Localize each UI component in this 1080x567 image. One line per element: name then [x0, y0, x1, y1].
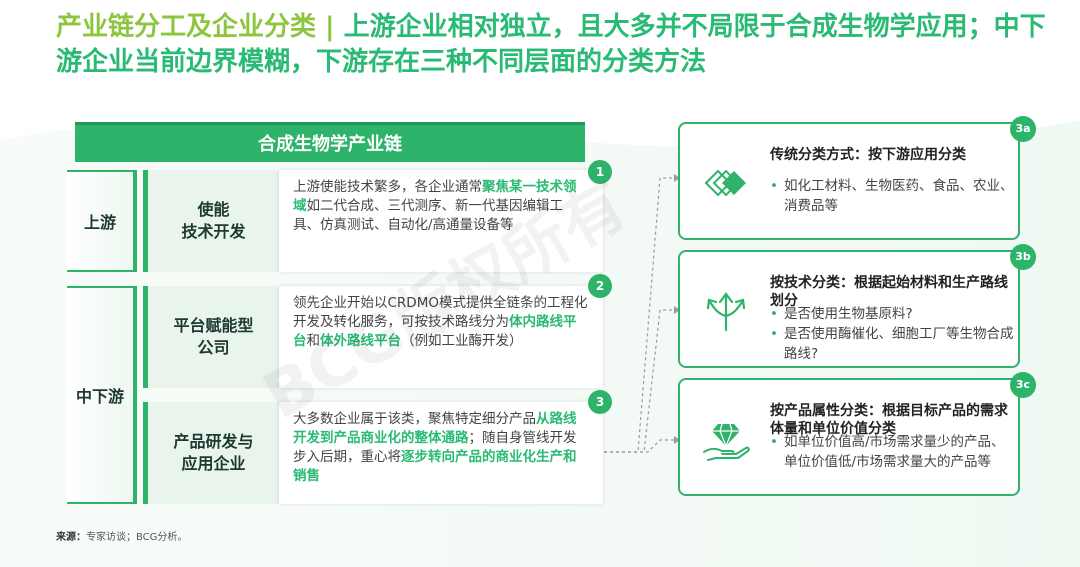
card-badge: 3c	[1010, 372, 1036, 398]
desc-text: 大多数企业属于该类，聚焦特定细分产品	[293, 411, 536, 427]
chain-row-enabling-tech: 使能 技术开发 上游使能技术繁多，各企业通常聚焦某一技术领域如二代合成、三代测序…	[143, 170, 603, 272]
source-label: 来源：	[56, 532, 86, 543]
classification-card-3c: 按产品属性分类：根据目标产品的需求体量和单位价值分类 如单位价值高/市场需求量少…	[678, 378, 1020, 496]
row-name-line1: 使能	[197, 200, 230, 219]
row-number-badge: 2	[588, 274, 612, 298]
desc-highlight: 体内路线平台	[293, 314, 577, 349]
card-bullet: 是否使用生物基原料?	[770, 304, 1016, 324]
desc-text: 和	[306, 333, 321, 349]
card-bullet: 是否使用酶催化、细胞工厂等生物合成路线?	[770, 324, 1016, 364]
title-topic: 产业链分工及企业分类 |	[56, 12, 344, 42]
row-name-line1: 平台赋能型	[173, 316, 254, 335]
desc-highlight: 体外路线平台	[320, 333, 401, 349]
desc-text: ；随自身管线开发步入后期，重心将	[293, 430, 577, 465]
card-badge: 3b	[1010, 244, 1036, 270]
source-note: 来源：专家访谈；BCG分析。	[56, 528, 187, 543]
page-title: 产业链分工及企业分类 | 上游企业相对独立，且大多并不局限于合成生物学应用；中下…	[56, 10, 1046, 80]
card-bullets: 如化工材料、生物医药、食品、农业、消费品等	[770, 176, 1016, 216]
row-name-line2: 公司	[197, 338, 230, 357]
desc-highlight: 聚焦某一技术领域	[293, 179, 577, 214]
desc-text: 如二代合成、三代测序、新一代基因编辑工具、仿真测试、自动化/高通量设备等	[293, 198, 563, 233]
stage-midstream-label: 中下游	[67, 286, 137, 504]
chain-row-platform: 平台赋能型 公司 领先企业开始以CRDMO模式提供全链条的工程化开发及转化服务，…	[143, 286, 603, 388]
branching-arrows-icon	[706, 292, 746, 332]
card-bullets: 如单位价值高/市场需求量少的产品、单位价值低/市场需求量大的产品等	[770, 432, 1016, 472]
connector-arrows	[604, 174, 680, 453]
stage-upstream-label: 上游	[67, 170, 137, 272]
row-number-badge: 3	[588, 390, 612, 414]
desc-highlight: 从路线开发到产品商业化的整体通路	[293, 411, 577, 446]
card-bullet: 如单位价值高/市场需求量少的产品、单位价值低/市场需求量大的产品等	[770, 432, 1016, 472]
card-badge: 3a	[1010, 116, 1036, 142]
row-description: 上游使能技术繁多，各企业通常聚焦某一技术领域如二代合成、三代测序、新一代基因编辑…	[279, 170, 603, 272]
title-message: 上游企业相对独立，且大多并不局限于合成生物学应用；中下游企业当前边界模糊，下游存…	[56, 12, 1046, 77]
row-name: 平台赋能型 公司	[143, 286, 279, 388]
desc-text: 领先企业开始以CRDMO模式提供全链条的工程化开发及转化服务，可按技术路线分为	[293, 295, 588, 330]
layers-arrow-icon	[704, 169, 746, 197]
classification-card-3b: 按技术分类：根据起始材料和生产路线划分 是否使用生物基原料? 是否使用酶催化、细…	[678, 250, 1020, 368]
row-number-badge: 1	[588, 160, 612, 184]
card-bullet: 如化工材料、生物医药、食品、农业、消费品等	[770, 176, 1016, 216]
chain-row-product-dev: 产品研发与 应用企业 大多数企业属于该类，聚焦特定细分产品从路线开发到产品商业化…	[143, 402, 603, 504]
row-name-line1: 产品研发与	[173, 432, 254, 451]
row-name: 使能 技术开发	[143, 170, 279, 272]
industry-chain-panel: 合成生物学产业链 上游 中下游 使能 技术开发 上游使能技术繁多，各企业通常聚焦…	[55, 118, 605, 508]
row-name: 产品研发与 应用企业	[143, 402, 279, 504]
chain-header: 合成生物学产业链	[75, 122, 585, 162]
row-description: 大多数企业属于该类，聚焦特定细分产品从路线开发到产品商业化的整体通路；随自身管线…	[279, 402, 603, 504]
row-name-line2: 技术开发	[181, 222, 246, 241]
source-text: 专家访谈；BCG分析。	[86, 532, 188, 543]
card-bullets: 是否使用生物基原料? 是否使用酶催化、细胞工厂等生物合成路线?	[770, 304, 1016, 364]
row-description: 领先企业开始以CRDMO模式提供全链条的工程化开发及转化服务，可按技术路线分为体…	[279, 286, 603, 388]
desc-text: （例如工业酶开发）	[401, 333, 523, 349]
diamond-hand-icon	[703, 423, 750, 461]
classification-card-3a: 传统分类方式：按下游应用分类 如化工材料、生物医药、食品、农业、消费品等	[678, 122, 1020, 240]
desc-text: 上游使能技术繁多，各企业通常	[293, 179, 482, 195]
card-title: 传统分类方式：按下游应用分类	[770, 147, 966, 163]
desc-highlight: 逐步转向产品的商业化生产和销售	[293, 449, 577, 484]
row-name-line2: 应用企业	[181, 454, 246, 473]
